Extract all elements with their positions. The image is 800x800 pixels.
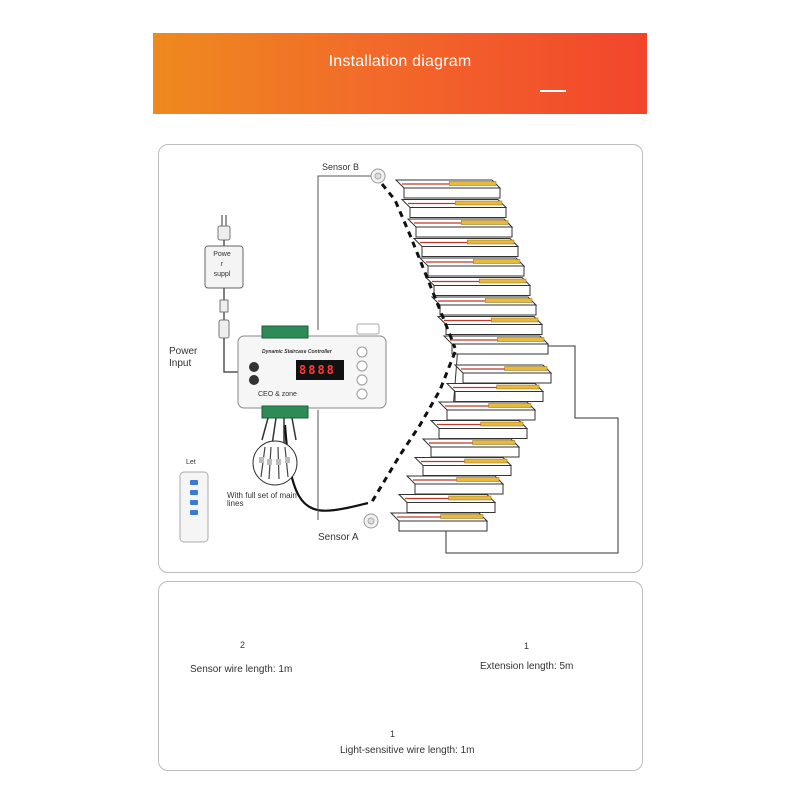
- lower-led-strip-1: [496, 384, 540, 390]
- controller-icon: [237, 323, 387, 446]
- staircase: [389, 179, 619, 554]
- upper-led-strip-7: [490, 317, 539, 323]
- page-title: Installation diagram: [328, 53, 472, 70]
- light-sensor-wire-qty: 1: [390, 729, 396, 739]
- sensor-b-connection-line: [317, 175, 372, 330]
- psu-label-2: r: [220, 261, 224, 268]
- lower-led-strip-4: [472, 440, 516, 445]
- sensor-b-label: Sensor B: [322, 162, 360, 172]
- lower-riser-0: [462, 372, 552, 384]
- upper-riser-3: [421, 246, 519, 257]
- upper-flight: [394, 179, 550, 355]
- lower-riser-5: [422, 465, 512, 476]
- main-lines-bundle-icon: [252, 440, 298, 486]
- upper-riser-8: [451, 343, 549, 355]
- light-sensor-wire-caption: Light-sensitive wire length: 1m: [340, 745, 475, 756]
- lower-led-strip-2: [488, 403, 532, 408]
- extension-cable-caption: Extension length: 5m: [480, 661, 574, 672]
- controller-to-sensor-a-wire: [283, 424, 369, 512]
- upper-led-strip-3: [466, 239, 515, 245]
- upper-riser-1: [409, 207, 507, 218]
- title-underline: [540, 90, 566, 92]
- upper-riser-5: [433, 285, 531, 296]
- controller-brand: CEO & zone: [258, 391, 297, 398]
- remote-control-icon: [179, 471, 209, 543]
- power-input-label-line2: Input: [169, 358, 192, 369]
- lower-led-strip-8: [440, 514, 484, 519]
- header-banner: Installation diagram: [153, 33, 647, 114]
- controller-title: Dynamic Staircase Controller: [262, 349, 332, 355]
- lower-riser-2: [446, 409, 536, 421]
- sensor-wire-caption: Sensor wire length: 1m: [190, 664, 293, 675]
- upper-riser-0: [403, 187, 501, 199]
- lower-riser-7: [406, 502, 496, 513]
- accessories-panel: [158, 581, 643, 771]
- upper-riser-4: [427, 265, 525, 277]
- upper-led-strip-1: [454, 200, 503, 206]
- main-lines-label-line2: lines: [227, 499, 244, 508]
- sensor-a-wire-dashed: [368, 351, 457, 506]
- power-input-label-line1: Power: [169, 346, 198, 357]
- sensor-b-icon: [370, 168, 386, 184]
- lower-led-strip-3: [480, 421, 524, 427]
- extension-cable-qty: 1: [524, 641, 530, 651]
- upper-riser-2: [415, 226, 513, 238]
- upper-led-strip-6: [484, 298, 533, 303]
- lower-led-strip-6: [456, 477, 500, 482]
- sensor-a-label: Sensor A: [318, 532, 359, 543]
- upper-riser-7: [445, 324, 543, 335]
- controller-display: 8888: [299, 363, 336, 377]
- upper-led-strip-4: [472, 259, 521, 264]
- remote-label: Let: [186, 459, 196, 466]
- lower-riser-8: [398, 520, 488, 532]
- lower-flight: [389, 364, 553, 532]
- lower-riser-6: [414, 483, 504, 495]
- lower-led-strip-7: [448, 495, 492, 501]
- lower-led-strip-5: [464, 458, 508, 464]
- lower-led-strip-0: [504, 366, 548, 371]
- power-supply-icon: [204, 215, 244, 373]
- upper-led-strip-0: [448, 181, 497, 186]
- lower-riser-3: [438, 428, 528, 439]
- lower-riser-4: [430, 446, 520, 458]
- psu-label-3: suppl: [213, 271, 231, 278]
- upper-led-strip-8: [496, 337, 545, 342]
- upper-led-strip-5: [478, 278, 527, 284]
- psu-label-1: Powe: [213, 251, 231, 258]
- sensor-a-icon: [363, 513, 379, 529]
- main-lines-label-line1: With full set of main: [227, 491, 297, 500]
- lower-riser-1: [454, 391, 544, 402]
- upper-led-strip-2: [460, 220, 509, 225]
- upper-riser-6: [439, 304, 537, 316]
- sensor-wire-qty: 2: [240, 640, 246, 650]
